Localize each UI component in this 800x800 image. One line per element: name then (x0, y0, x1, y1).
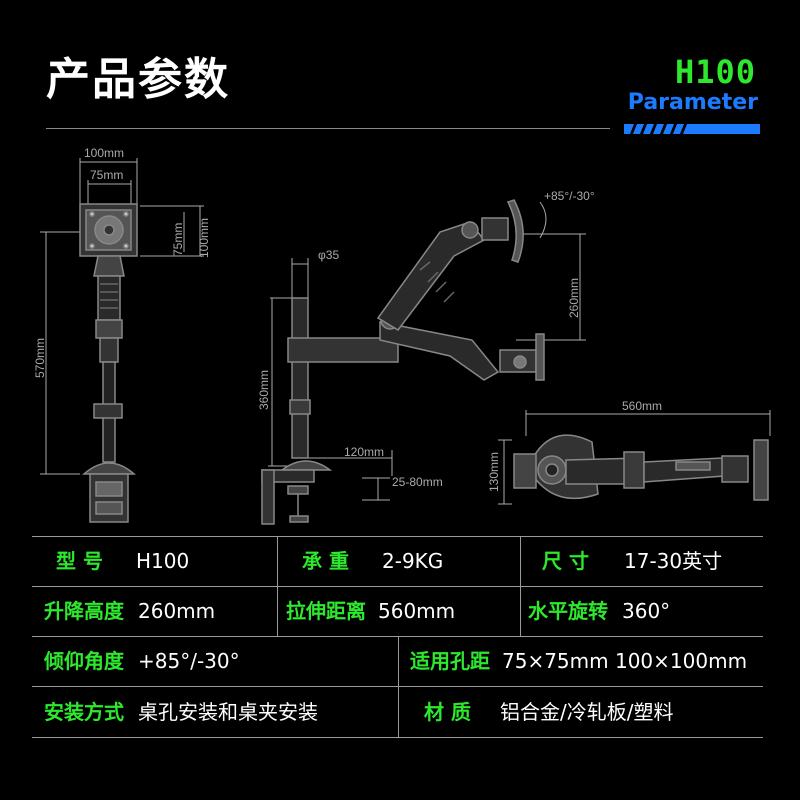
dim-360mm: 360mm (257, 370, 271, 410)
table-divider (398, 636, 399, 737)
dim-570mm: 570mm (33, 338, 47, 378)
dim-130mm: 130mm (487, 452, 501, 492)
model-badge: H100 (674, 53, 756, 91)
spec-stretch-value: 560mm (378, 599, 456, 623)
spec-model-value: H100 (136, 549, 190, 573)
table-divider (520, 536, 521, 636)
table-border (32, 737, 763, 738)
spec-vesa-value: 75×75mm 100×100mm (502, 649, 748, 673)
spec-install-label: 安装方式 (44, 700, 124, 724)
spec-tilt-label: 倾仰角度 (44, 649, 124, 673)
spec-tilt-value: +85°/-30° (138, 649, 240, 673)
table-border (32, 586, 763, 587)
spec-material-label: 材 质 (424, 700, 471, 724)
product-dimension-drawing: 100mm 75mm 75mm 100mm 570mm (33, 146, 771, 525)
spec-material-value: 铝合金/冷轧板/塑料 (500, 700, 674, 724)
dim-100mm-side: 100mm (197, 218, 211, 258)
spec-load-value: 2-9KG (382, 549, 444, 573)
spec-stretch-label: 拉伸距离 (286, 599, 366, 623)
dim-560mm: 560mm (622, 399, 662, 413)
header-divider (46, 128, 610, 129)
dim-tilt: +85°/-30° (544, 189, 595, 203)
parameter-subtitle: Parameter (627, 90, 758, 115)
table-border (32, 536, 763, 537)
spec-size-label: 尺 寸 (542, 549, 589, 573)
table-border (32, 686, 763, 687)
page-title: 产品参数 (46, 54, 230, 105)
spec-load-label: 承 重 (302, 549, 349, 573)
dim-25-80mm: 25-80mm (392, 475, 443, 489)
dim-phi35: φ35 (318, 248, 339, 262)
dim-120mm: 120mm (344, 445, 384, 459)
spec-lift-label: 升降高度 (44, 599, 124, 623)
table-border (32, 636, 763, 637)
header-stripes (624, 124, 760, 134)
table-divider (277, 536, 278, 636)
dim-100mm-top: 100mm (84, 146, 124, 160)
dim-75mm-side: 75mm (171, 223, 185, 256)
spec-install-value: 桌孔安装和桌夹安装 (138, 700, 318, 724)
dim-260mm: 260mm (567, 278, 581, 318)
side-view (261, 199, 545, 525)
top-view (513, 434, 769, 501)
dim-75mm-top: 75mm (90, 168, 123, 182)
spec-rotate-label: 水平旋转 (528, 599, 608, 623)
spec-table: 型 号 H100 承 重 2-9KG 尺 寸 17-30英寸 升降高度 260m… (32, 536, 763, 738)
spec-lift-value: 260mm (138, 599, 216, 623)
spec-rotate-value: 360° (622, 599, 671, 623)
front-view (79, 203, 138, 523)
spec-model-label: 型 号 (56, 549, 103, 573)
spec-size-value: 17-30英寸 (624, 549, 723, 573)
spec-vesa-label: 适用孔距 (410, 649, 490, 673)
